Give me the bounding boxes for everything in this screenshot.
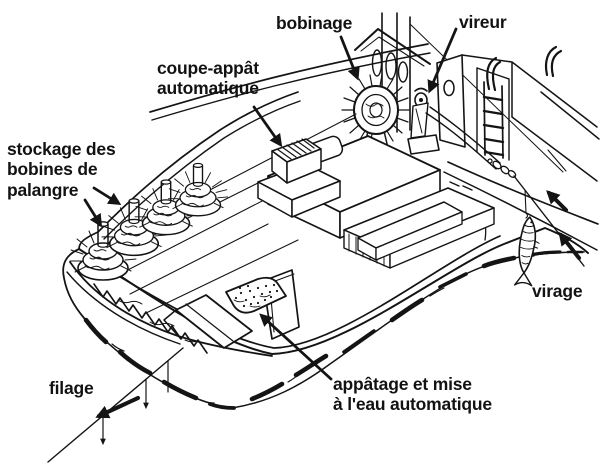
waterline-waves	[83, 250, 585, 410]
fairlead	[487, 158, 517, 178]
coupe-appat-arrow	[252, 105, 283, 148]
label-appatage: appâtage et mise à l'eau automatique	[333, 374, 492, 415]
bait-cutter-machine	[257, 138, 341, 218]
wheelhouse-cabin	[436, 45, 563, 161]
baiting-machine	[163, 269, 300, 349]
ladder	[482, 81, 505, 159]
virage-direction-arrow	[546, 190, 568, 212]
drum-spikes	[341, 74, 411, 146]
float-buoy	[385, 52, 397, 80]
label-coupe-appat: coupe-appât automatique	[157, 58, 259, 99]
bobinage-arrow	[339, 35, 360, 81]
filage-line	[47, 347, 184, 463]
label-vireur: vireur	[459, 12, 507, 32]
exhaust-pipes	[486, 45, 563, 92]
stockage-arrow-2	[83, 198, 103, 228]
filage-direction-arrow	[95, 396, 140, 419]
deck-well	[343, 187, 495, 269]
label-bobinage: bobinage	[276, 13, 353, 33]
virage-direction-arrow	[558, 231, 581, 260]
label-stockage: stockage des bobines de palangre	[7, 139, 116, 200]
hooked-fish	[513, 216, 540, 287]
bulwark-hatching	[93, 283, 208, 354]
porthole	[443, 79, 455, 97]
label-virage: virage	[532, 281, 583, 301]
appatage-arrow	[259, 313, 333, 381]
virage-line	[425, 106, 585, 287]
stockage-arrow-1	[92, 186, 122, 206]
vireur-hauler	[407, 87, 440, 155]
float-buoy	[397, 61, 409, 83]
label-filage: filage	[49, 378, 94, 398]
palangre-spools	[69, 162, 229, 354]
label-arrows	[83, 27, 458, 381]
bait-dots	[234, 283, 279, 308]
vireur-arrow	[427, 27, 458, 94]
